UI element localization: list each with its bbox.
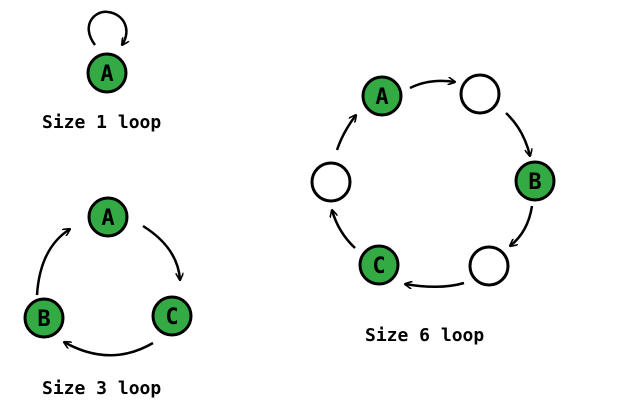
- size-1-loop: A Size 1 loop: [42, 10, 161, 133]
- loop6-node-a: A: [361, 75, 403, 117]
- loop6-node-c: C: [358, 244, 400, 286]
- node-label: B: [37, 307, 50, 332]
- arrow-a-to-c: [142, 224, 180, 280]
- loop6-node-b: B: [514, 160, 556, 202]
- arrow-right-empty-to-c: [405, 283, 465, 287]
- size-6-loop: A B C Size 6 loop: [310, 73, 556, 346]
- node-label: C: [165, 305, 178, 330]
- node-circle: [87, 196, 129, 238]
- node-label: C: [372, 254, 385, 279]
- loop3-node-b: B: [23, 297, 65, 339]
- loop1-node-a: A: [86, 52, 128, 94]
- node-circle: [468, 245, 510, 287]
- arrow-c-to-b: [64, 342, 154, 357]
- node-circle: [23, 297, 65, 339]
- loop3-node-a: A: [87, 196, 129, 238]
- loop6-node-empty-right: [468, 245, 510, 287]
- loop1-caption: Size 1 loop: [42, 112, 161, 133]
- arrow-left-empty-to-a: [335, 115, 356, 151]
- loop6-node-empty-top: [459, 73, 501, 115]
- node-label: A: [375, 85, 388, 110]
- size-3-loop: A C B Size 3 loop: [23, 196, 193, 399]
- node-circle: [459, 73, 501, 115]
- node-circle: [151, 295, 193, 337]
- arrow-b-to-right-empty: [510, 205, 534, 246]
- arrow-b-to-a: [35, 229, 70, 296]
- loop6-caption: Size 6 loop: [365, 325, 484, 346]
- arrow-a-to-top-empty: [409, 81, 455, 90]
- node-circle: [310, 161, 352, 203]
- arrow-top-empty-to-b: [505, 112, 530, 156]
- node-label: A: [101, 206, 114, 231]
- node-label: A: [100, 62, 113, 87]
- self-loop-arrow: [87, 10, 127, 45]
- node-circle: [358, 244, 400, 286]
- node-circle: [361, 75, 403, 117]
- loop6-node-empty-left: [310, 161, 352, 203]
- node-circle: [86, 52, 128, 94]
- loop3-node-c: C: [151, 295, 193, 337]
- arrow-c-to-left-empty: [332, 210, 356, 249]
- node-circle: [514, 160, 556, 202]
- loop3-caption: Size 3 loop: [42, 378, 161, 399]
- node-label: B: [528, 170, 541, 195]
